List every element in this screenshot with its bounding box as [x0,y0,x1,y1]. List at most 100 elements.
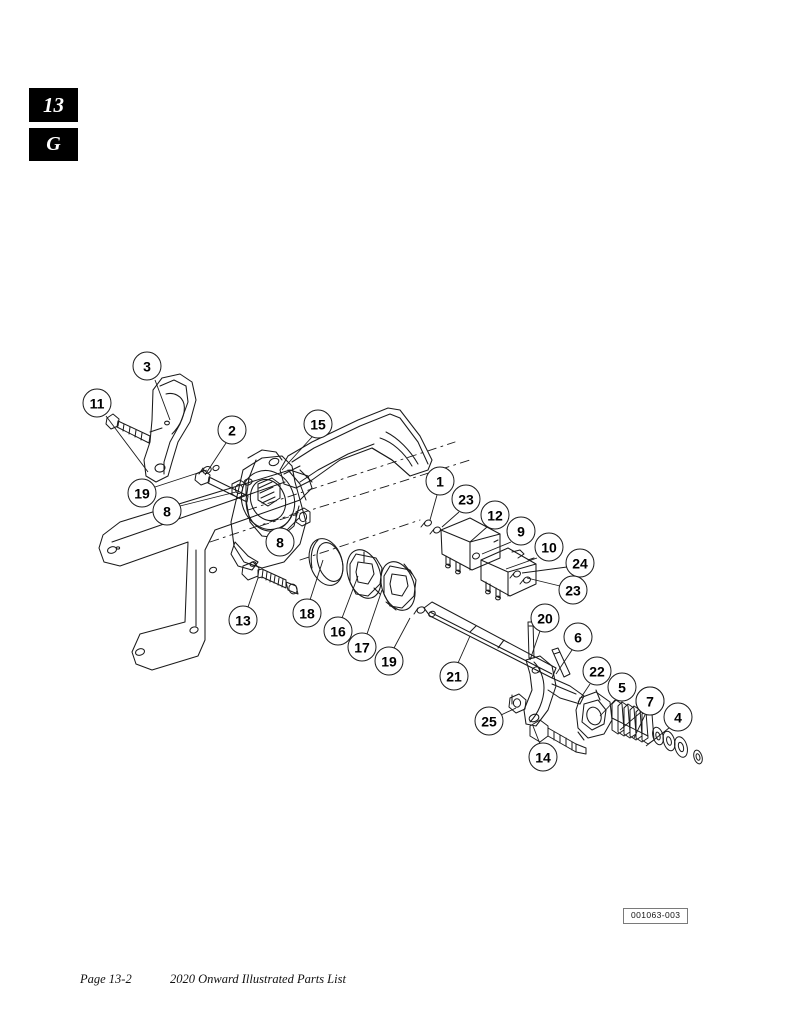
footer-page-number: Page 13-2 [80,972,132,986]
shift-rod [423,601,557,679]
callout-leader-line [577,683,591,703]
bolt-2 [194,469,249,503]
callout-number: 12 [487,508,503,524]
bushing-8-right [295,507,311,527]
callout-balloon-10[interactable]: 10 [534,532,564,562]
callout-leader-line [366,589,383,635]
callout-circle [82,388,112,418]
callout-leader-line [105,415,149,473]
callout-balloon-23[interactable]: 23 [558,575,588,605]
micro-switch-12 [440,517,501,575]
callout-circle [303,409,333,439]
callout-number: 15 [310,417,326,433]
callout-circle [635,686,665,716]
callout-number: 13 [235,613,251,629]
callout-circle [228,605,258,635]
callout-number: 17 [354,640,370,656]
rotor-plate-16 [346,549,383,599]
callout-circle [534,532,564,562]
callout-balloon-15[interactable]: 15 [303,409,333,439]
callout-balloon-1[interactable]: 1 [425,466,455,496]
callout-circle [132,351,162,381]
callout-balloon-23[interactable]: 23 [451,484,481,514]
callout-circle [607,672,637,702]
nut-25 [508,693,527,714]
callout-leader-line [645,727,670,747]
callout-number: 19 [381,654,397,670]
callout-balloon-8[interactable]: 8 [265,527,295,557]
callout-leader-line [505,557,538,570]
callout-number: 11 [90,396,105,412]
callout-balloon-18[interactable]: 18 [292,598,322,628]
callout-balloon-5[interactable]: 5 [607,672,637,702]
callout-circle [323,616,353,646]
callout-balloon-25[interactable]: 25 [474,706,504,736]
callout-leader-line [204,442,227,476]
callout-circle [558,575,588,605]
callout-number: 10 [541,540,557,556]
callout-balloon-20[interactable]: 20 [530,603,560,633]
callout-number: 16 [330,624,346,640]
oring-seal [308,538,344,586]
callout-balloon-8[interactable]: 8 [152,496,182,526]
callout-balloon-14[interactable]: 14 [528,742,558,772]
callout-number: 5 [618,680,626,696]
bell-crank-arm [523,655,585,727]
callout-balloon-19[interactable]: 19 [127,478,157,508]
callout-balloon-6[interactable]: 6 [563,622,593,652]
callout-leader-line [341,575,359,619]
callout-circle [265,527,295,557]
callout-balloon-7[interactable]: 7 [635,686,665,716]
footer-document-title: 2020 Onward Illustrated Parts List [170,972,346,986]
callout-balloon-3[interactable]: 3 [132,351,162,381]
callout-leader-line [281,436,313,471]
callout-balloon-9[interactable]: 9 [506,516,536,546]
callout-balloon-16[interactable]: 16 [323,616,353,646]
drawing-number-box: 001063-003 [623,908,689,924]
callout-circle [127,478,157,508]
callout-number: 2 [228,423,236,439]
callout-balloon-19[interactable]: 19 [374,646,404,676]
callout-number: 22 [589,664,605,680]
callout-leader-line [179,491,237,507]
callout-balloon-11[interactable]: 11 [82,388,112,418]
callout-balloon-13[interactable]: 13 [228,605,258,635]
pin-20 [527,621,535,659]
callout-number: 1 [436,474,444,490]
callout-circle [528,742,558,772]
section-tab: G [29,128,78,161]
callout-circle [582,656,612,686]
callout-balloon-2[interactable]: 2 [217,415,247,445]
screw-11 [105,413,151,444]
callout-leader-line [441,511,460,528]
callout-number: 8 [163,504,171,520]
callout-leader-line [500,707,517,716]
page-footer: Page 13-2 2020 Onward Illustrated Parts … [0,972,800,996]
callout-number: 6 [574,630,582,646]
clip-19-left [198,464,220,475]
callout-balloon-12[interactable]: 12 [480,500,510,530]
callout-circle [563,622,593,652]
callout-number: 19 [134,486,150,502]
callout-circle [506,516,536,546]
chapter-tab: 13 [29,88,78,122]
callout-balloon-22[interactable]: 22 [582,656,612,686]
micro-switch-10 [480,547,537,601]
callout-number: 8 [276,535,284,551]
callout-leader-line [521,566,568,574]
callout-leader-line [457,635,471,664]
callout-number: 18 [299,606,315,622]
callout-number: 9 [517,524,525,540]
callout-leader-line [286,517,300,531]
callout-circle [530,603,560,633]
bolt-14 [529,719,587,755]
callout-circle [480,500,510,530]
callout-balloon-17[interactable]: 17 [347,632,377,662]
callout-leader-line [619,711,642,731]
callout-balloon-21[interactable]: 21 [439,661,469,691]
callout-balloon-4[interactable]: 4 [663,702,693,732]
callout-leader-line [599,699,616,717]
callout-leader-line [154,379,171,421]
callout-balloon-24[interactable]: 24 [565,548,595,578]
